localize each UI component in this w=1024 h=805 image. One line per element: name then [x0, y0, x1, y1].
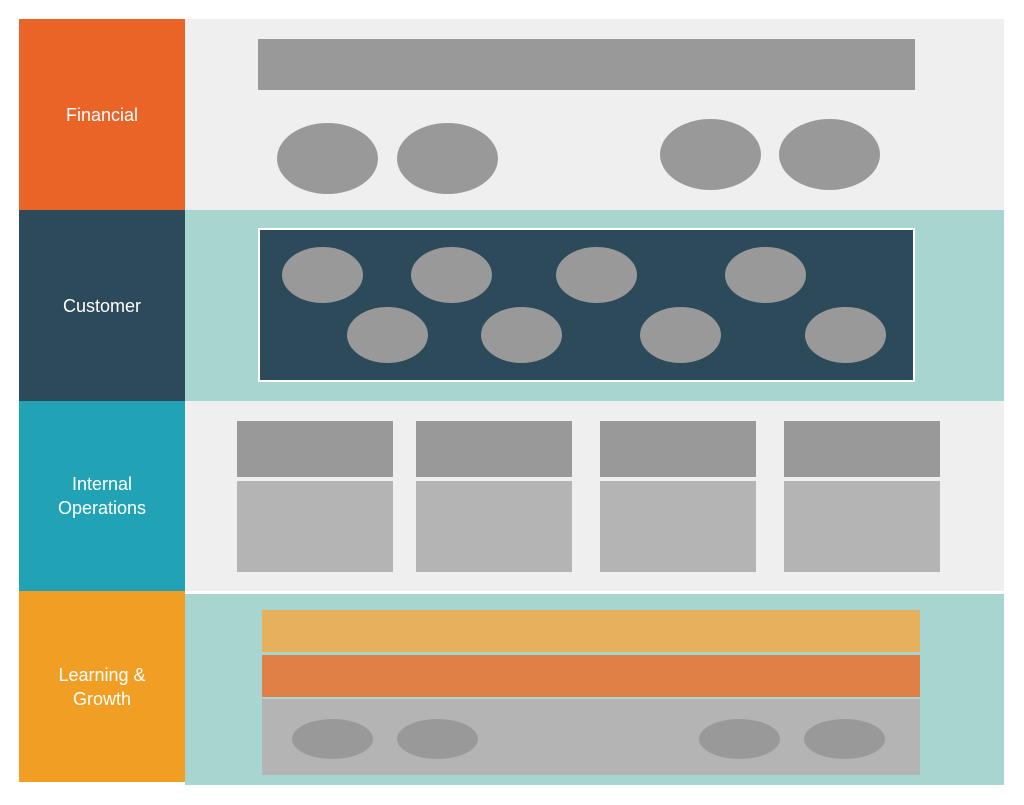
customer-box: [258, 228, 915, 382]
placeholder-ellipse: [725, 247, 806, 303]
placeholder-ellipse: [660, 119, 761, 190]
card-body: [237, 481, 393, 572]
placeholder-ellipse: [292, 719, 373, 759]
row-label-learning-growth: Learning & Growth: [19, 591, 185, 782]
row-panel-learning-growth: [185, 594, 1004, 785]
placeholder-ellipse: [804, 719, 885, 759]
stripe-yellow: [262, 610, 920, 652]
row-label-text: Customer: [62, 295, 142, 316]
placeholder-ellipse: [779, 119, 880, 190]
placeholder-ellipse: [556, 247, 637, 303]
placeholder-bar: [258, 39, 915, 90]
placeholder-ellipse: [347, 307, 428, 363]
row-label-text: Learning &: [58, 664, 146, 685]
placeholder-ellipse: [805, 307, 886, 363]
card-header: [600, 421, 756, 477]
row-label-text: Operations: [57, 498, 147, 518]
placeholder-ellipse: [397, 719, 478, 759]
card-body: [416, 481, 572, 572]
stripe-orange: [262, 655, 920, 697]
placeholder-ellipse: [640, 307, 721, 363]
card-header: [416, 421, 572, 477]
row-panel-customer: [185, 210, 1004, 401]
card-body: [600, 481, 756, 572]
row-panel-financial: [185, 19, 1004, 210]
card-body: [784, 481, 940, 572]
placeholder-ellipse: [397, 123, 498, 194]
row-label-text: Growth: [72, 688, 132, 709]
placeholder-ellipse: [481, 307, 562, 363]
row-panel-internal-operations: [185, 401, 1004, 591]
row-label-internal-operations: Internal Operations: [19, 401, 185, 591]
card-header: [237, 421, 393, 477]
row-label-text: Financial: [65, 104, 139, 125]
placeholder-ellipse: [699, 719, 780, 759]
row-label-customer: Customer: [19, 210, 185, 401]
placeholder-ellipse: [411, 247, 492, 303]
row-label-text: Internal: [71, 474, 133, 494]
placeholder-ellipse: [282, 247, 363, 303]
learning-box: [262, 699, 920, 775]
row-label-financial: Financial: [19, 19, 185, 210]
card-header: [784, 421, 940, 477]
placeholder-ellipse: [277, 123, 378, 194]
